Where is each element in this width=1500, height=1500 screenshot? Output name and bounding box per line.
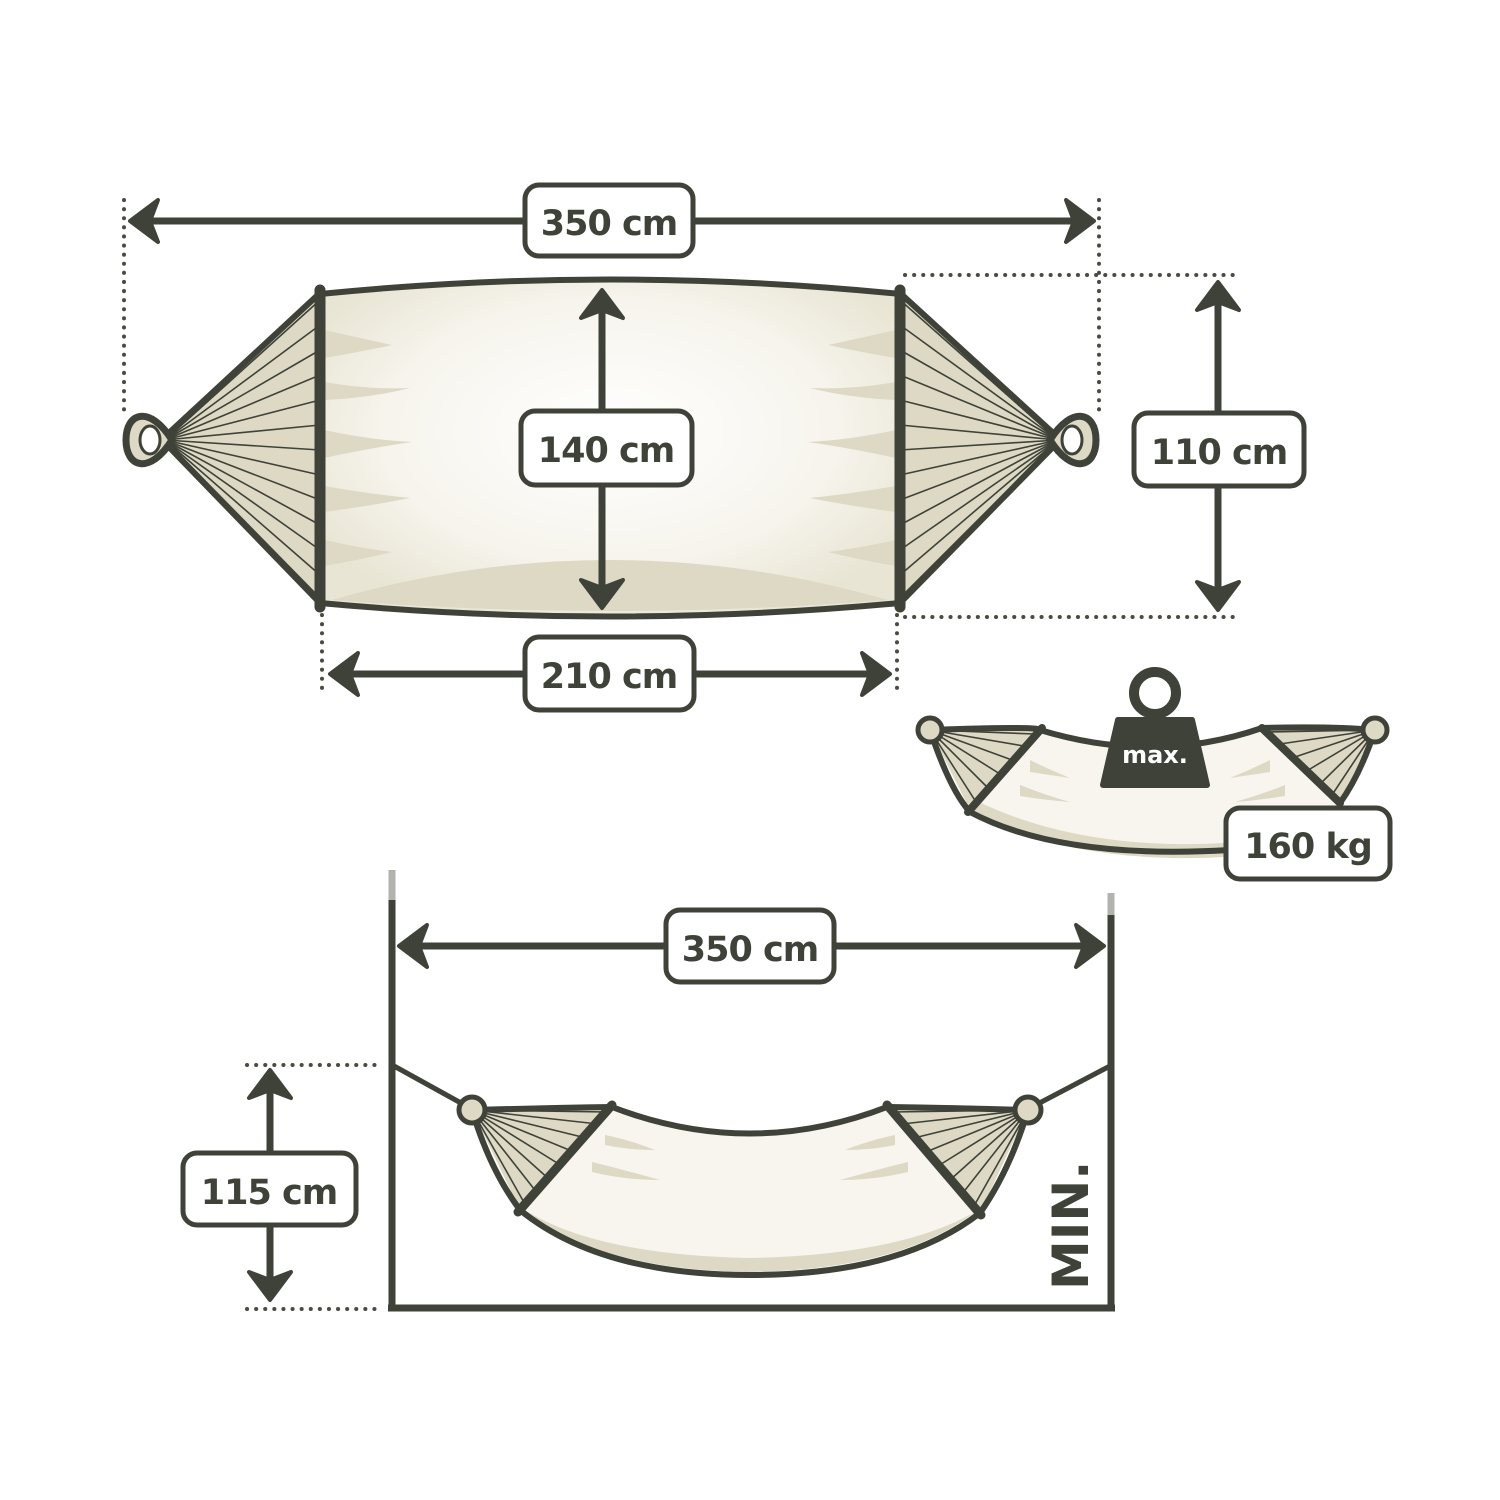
- bed-width-dimension: 140 cm: [518, 288, 695, 610]
- weight-tag-label: max.: [1122, 741, 1188, 769]
- right-ring: [1045, 412, 1100, 468]
- overall-length-dimension: 350 cm: [128, 182, 1096, 259]
- bed-width-label: 140 cm: [538, 431, 674, 471]
- left-ring: [122, 412, 177, 468]
- height-label: 110 cm: [1151, 433, 1287, 473]
- fabric-folds-right: [808, 330, 896, 566]
- top-view-hammock: 350 cm 140 cm 210 cm 110 cm: [122, 182, 1307, 713]
- bed-length-dimension: 210 cm: [328, 634, 892, 713]
- left-end-strings: [164, 290, 323, 606]
- weight-icon: max.: [1100, 667, 1210, 788]
- load-capacity-illustration: max. 160 kg: [915, 667, 1393, 882]
- span-label: 350 cm: [682, 930, 818, 970]
- overall-length-label: 350 cm: [541, 204, 677, 244]
- right-end-strings: [897, 290, 1059, 606]
- min-label: MIN.: [1042, 1161, 1100, 1290]
- side-view-installation: 350 cm 115 cm MIN.: [180, 868, 1116, 1312]
- span-dimension: 350 cm: [397, 907, 1106, 985]
- height-dimension: 110 cm: [1131, 280, 1307, 612]
- hang-height-label: 115 cm: [201, 1173, 337, 1213]
- top-view-guides: [122, 198, 1240, 697]
- bed-length-label: 210 cm: [541, 657, 677, 697]
- fabric-folds-left: [324, 330, 412, 566]
- max-load-label: 160 kg: [1244, 827, 1372, 867]
- hang-height-dimension: 115 cm: [180, 1068, 359, 1302]
